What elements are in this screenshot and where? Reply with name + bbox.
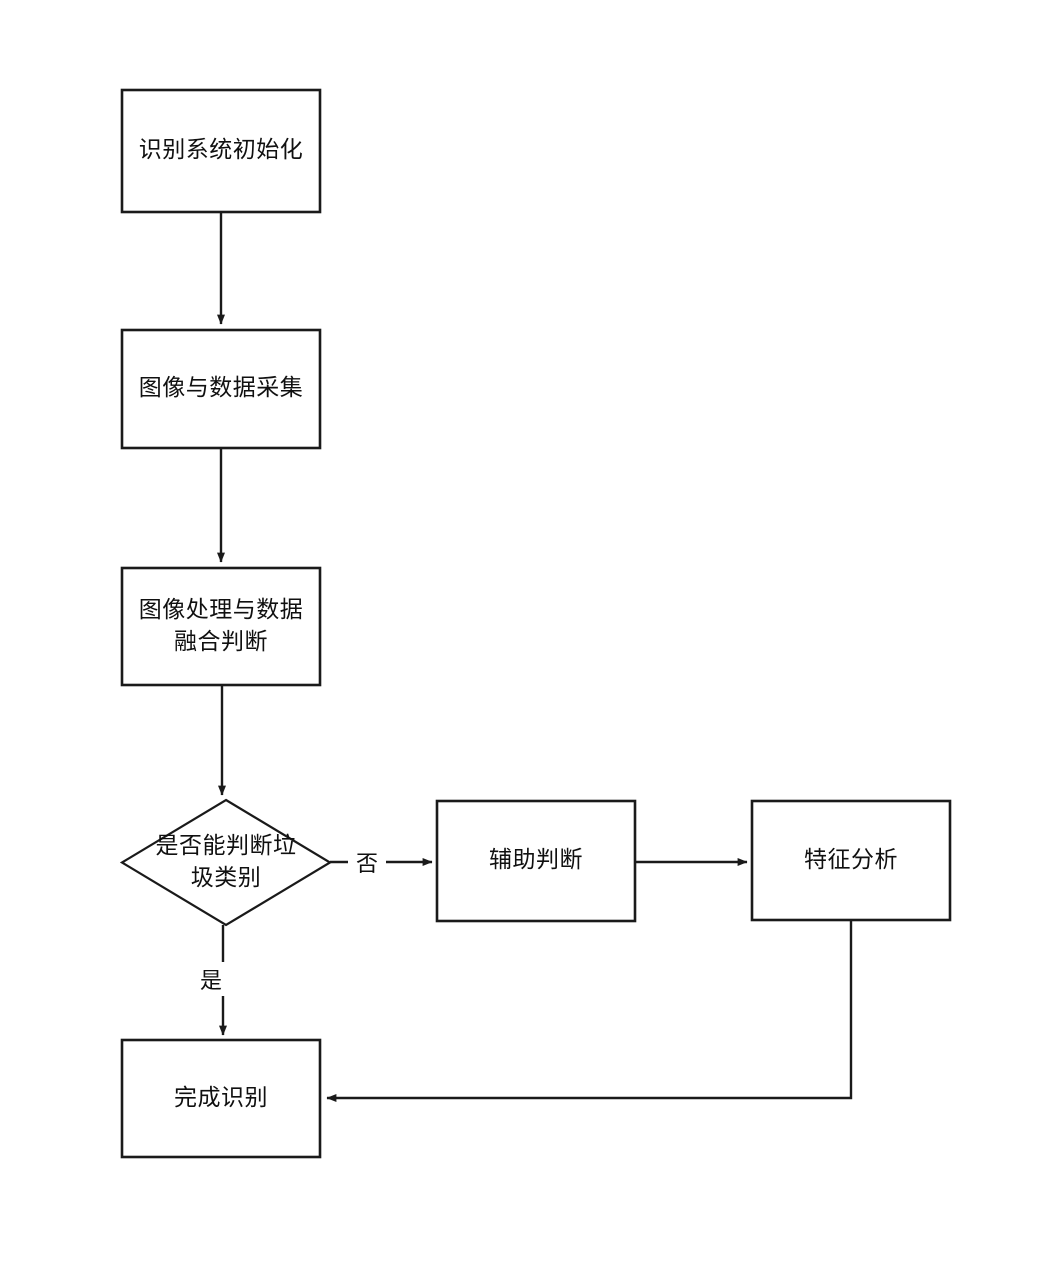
node-collect[interactable] — [122, 330, 320, 448]
node-decision-shape[interactable] — [119, 798, 333, 927]
node-feature-shape[interactable] — [750, 799, 952, 922]
node-finish[interactable] — [122, 1040, 320, 1157]
node-finish-shape[interactable] — [120, 1038, 322, 1159]
node-process[interactable] — [122, 568, 320, 685]
node-process-shape[interactable] — [120, 566, 322, 687]
node-assist-shape[interactable] — [435, 799, 637, 923]
node-collect-shape[interactable] — [120, 328, 322, 450]
node-assist[interactable] — [437, 801, 635, 921]
node-decision[interactable] — [122, 800, 330, 925]
node-init-shape[interactable] — [120, 88, 322, 214]
node-init[interactable] — [122, 90, 320, 212]
edge-feature-finish — [326, 920, 853, 1102]
node-feature[interactable] — [752, 801, 950, 920]
